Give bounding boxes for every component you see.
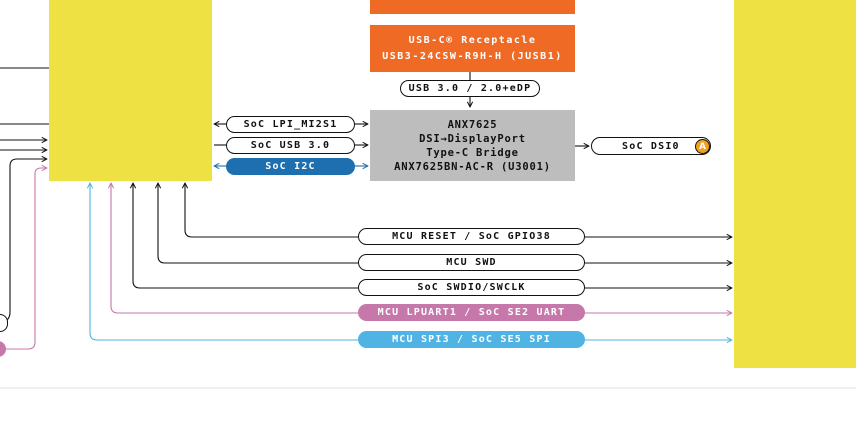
receptacle-part: USB3-24CSW-R9H-H (JUSB1): [382, 50, 563, 62]
soc-swdio-pill: SoC SWDIO/SWCLK: [358, 279, 585, 296]
receptacle-title: USB-C® Receptacle: [408, 34, 537, 46]
soc-lpi-mi2s1-pill: SoC LPI_MI2S1: [226, 116, 355, 133]
top-orange-block: [370, 0, 575, 14]
bridge-type: Type-C Bridge: [426, 146, 519, 159]
soc-block: [49, 0, 212, 181]
mcu-spi3-pill: MCU SPI3 / SoC SE5 SPI: [358, 331, 585, 348]
bridge-name: ANX7625: [447, 118, 498, 131]
mcu-lpuart1-pill: MCU LPUART1 / SoC SE2 UART: [358, 304, 585, 321]
anx7625-bridge-box: ANX7625 DSI→DisplayPort Type-C Bridge AN…: [370, 110, 575, 181]
usb-signal-pill: USB 3.0 / 2.0+eDP: [400, 80, 540, 97]
dsi-badge-a: A: [695, 139, 710, 154]
mcu-reset-pill: MCU RESET / SoC GPIO38: [358, 228, 585, 245]
bridge-part: ANX7625BN-AC-R (U3001): [394, 160, 551, 173]
bridge-function: DSI→DisplayPort: [419, 132, 526, 145]
mcu-swd-pill: MCU SWD: [358, 254, 585, 271]
left-edge-pink-pill: [0, 341, 6, 357]
usb-c-receptacle-box: USB-C® Receptacle USB3-24CSW-R9H-H (JUSB…: [370, 25, 575, 72]
soc-i2c-pill: SoC I2C: [226, 158, 355, 175]
mcu-block: [734, 0, 856, 368]
soc-dsi0-pill: SoC DSI0: [591, 137, 711, 155]
soc-usb3-pill: SoC USB 3.0: [226, 137, 355, 154]
